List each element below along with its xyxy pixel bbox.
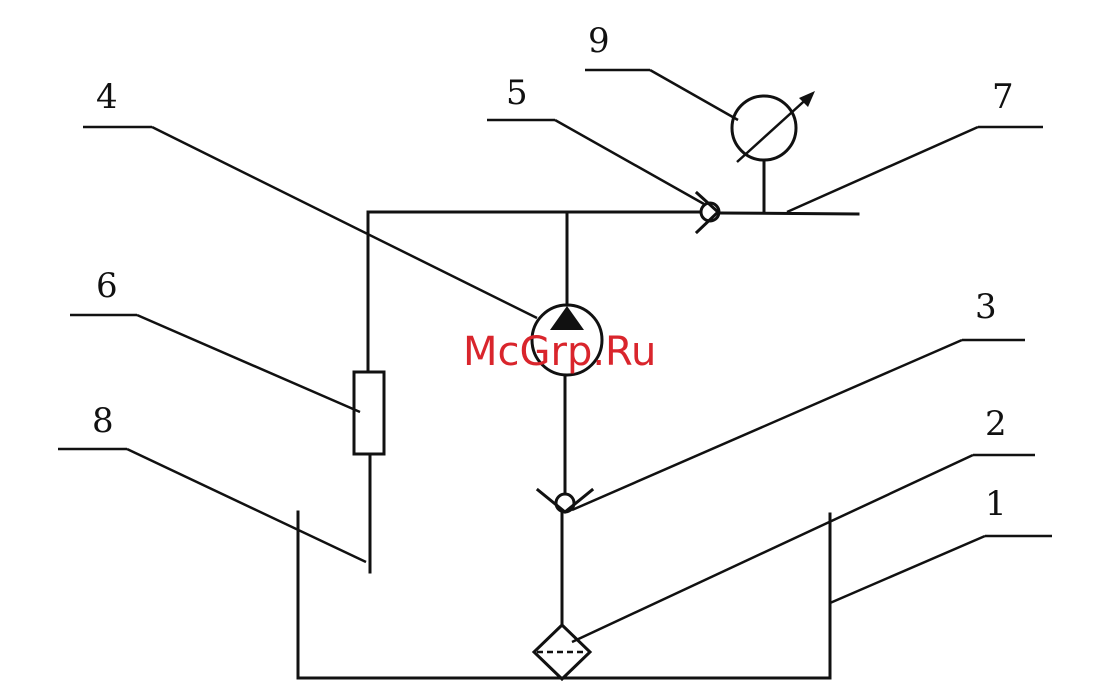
main-pressure-line-right bbox=[720, 213, 858, 214]
watermark-text: McGrp.Ru bbox=[463, 329, 656, 375]
filter-symbol bbox=[534, 625, 590, 679]
label-5: 5 bbox=[506, 73, 528, 113]
label-1: 1 bbox=[985, 484, 1007, 524]
label-4: 4 bbox=[96, 77, 118, 117]
label-6: 6 bbox=[96, 266, 118, 306]
label-8: 8 bbox=[92, 401, 114, 441]
pressure-gauge bbox=[732, 91, 815, 213]
check-valve-5 bbox=[697, 193, 719, 232]
label-3: 3 bbox=[975, 287, 997, 327]
tank-outline bbox=[298, 512, 830, 678]
label-9: 9 bbox=[588, 21, 610, 61]
relief-valve bbox=[354, 372, 384, 454]
label-7: 7 bbox=[992, 77, 1014, 117]
label-2: 2 bbox=[985, 404, 1007, 444]
